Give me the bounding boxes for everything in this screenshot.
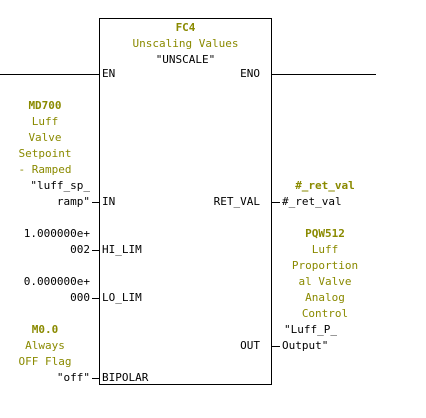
- in-comment-line-3: Setpoint: [18, 147, 72, 160]
- pin-en: EN: [102, 67, 116, 80]
- out-comment-line-3: al Valve: [298, 275, 352, 288]
- bipolar-symbol: "off": [56, 371, 90, 384]
- out-address[interactable]: PQW512: [305, 227, 345, 240]
- ret-val-address[interactable]: #_ret_val: [295, 179, 355, 192]
- in-comment-line-4: - Ramped: [18, 163, 72, 176]
- block-symbol: "UNSCALE": [155, 53, 216, 66]
- in-symbol-line-1: "luff_sp_: [30, 179, 90, 192]
- bipolar-wire: [92, 378, 99, 379]
- out-symbol-line-2: Output": [282, 339, 329, 352]
- out-comment-line-2: Proportion: [291, 259, 359, 272]
- out-wire: [272, 346, 280, 347]
- bipolar-comment-line-2: OFF Flag: [18, 355, 72, 368]
- out-comment-line-4: Analog: [305, 291, 345, 304]
- in-symbol-line-2: ramp": [56, 195, 90, 208]
- bipolar-address[interactable]: M0.0: [31, 323, 59, 336]
- pin-out: OUT: [240, 339, 260, 352]
- lo-lim-value-line-2[interactable]: 000: [70, 291, 90, 304]
- function-block-fc4[interactable]: [99, 18, 272, 385]
- eno-output-wire: [272, 74, 376, 75]
- in-wire: [92, 202, 99, 203]
- lo-lim-wire: [92, 298, 99, 299]
- ret-val-symbol: #_ret_val: [282, 195, 342, 208]
- block-name: FC4: [175, 21, 196, 34]
- hi-lim-wire: [92, 250, 99, 251]
- in-comment-line-2: Valve: [28, 131, 62, 144]
- in-address[interactable]: MD700: [28, 99, 62, 112]
- bipolar-comment-line-1: Always: [25, 339, 65, 352]
- out-symbol-line-1: "Luff_P_: [284, 323, 337, 336]
- ret-val-wire: [272, 202, 280, 203]
- pin-hi-lim: HI_LIM: [102, 243, 142, 256]
- block-description: Unscaling Values: [132, 37, 239, 50]
- pin-eno: ENO: [240, 67, 260, 80]
- out-comment-line-5: Control: [301, 307, 349, 320]
- in-comment-line-1: Luff: [31, 115, 59, 128]
- hi-lim-value-line-2[interactable]: 002: [70, 243, 90, 256]
- en-input-wire: [0, 74, 99, 75]
- pin-lo-lim: LO_LIM: [102, 291, 142, 304]
- pin-ret-val: RET_VAL: [213, 195, 260, 208]
- lo-lim-value-line-1[interactable]: 0.000000e+: [23, 275, 90, 288]
- hi-lim-value-line-1[interactable]: 1.000000e+: [23, 227, 90, 240]
- pin-bipolar: BIPOLAR: [102, 371, 149, 384]
- pin-in: IN: [102, 195, 116, 208]
- out-comment-line-1: Luff: [311, 243, 339, 256]
